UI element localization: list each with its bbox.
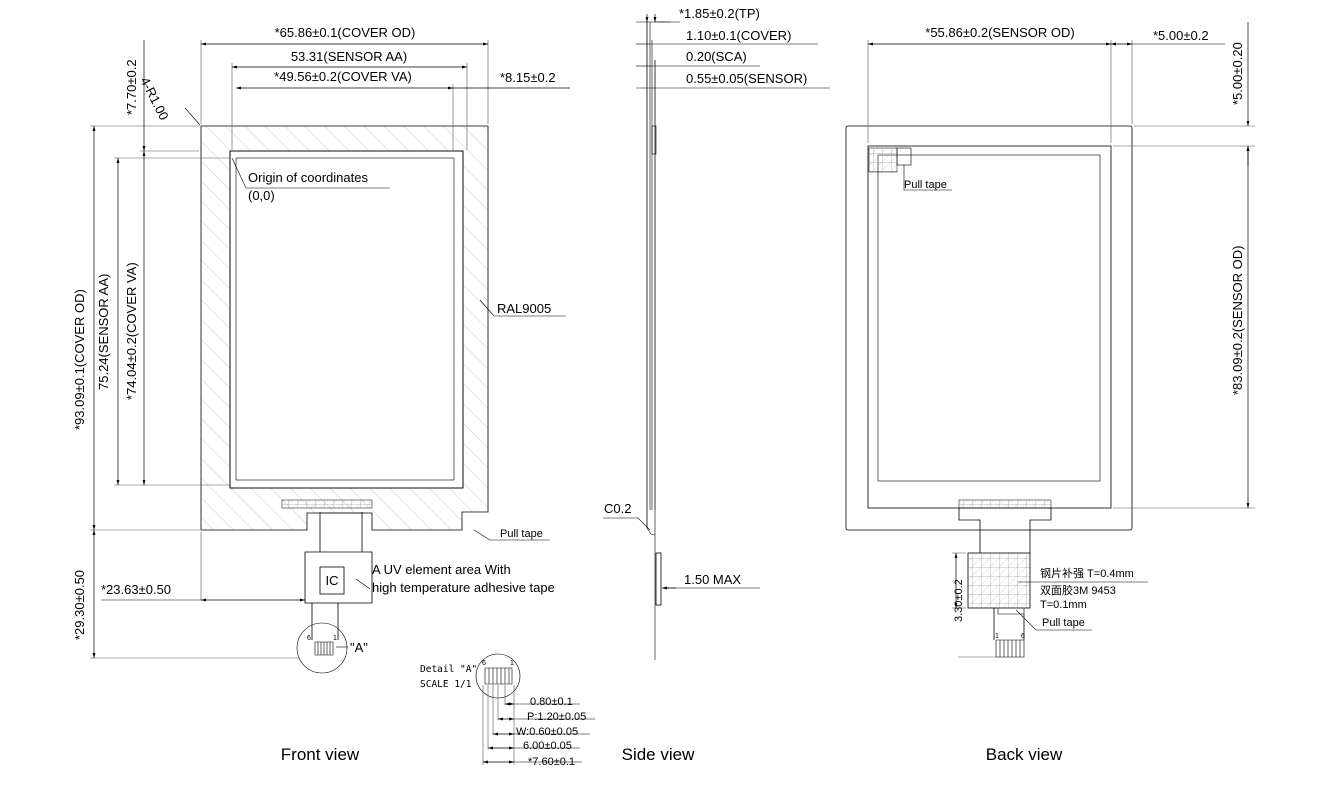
dim-top-offset: *7.70±0.2 <box>124 59 139 115</box>
detail-pin-last: 1 <box>510 660 514 667</box>
detail-dim-2: P:1.20±0.05 <box>527 711 586 723</box>
detail-a-circle <box>296 622 348 674</box>
detail-dim-1: 0.80±0.1 <box>530 696 573 708</box>
back-dim-offset-y: *5.00±0.20 <box>1230 42 1245 105</box>
detail-dim-3: W:0.60±0.05 <box>516 726 578 738</box>
detail-title: Detail "A" <box>420 664 477 675</box>
detail-dim-5: *7.60±0.1 <box>528 756 575 768</box>
cover-va-outline <box>229 150 464 489</box>
back-pull-tape-top: Pull tape <box>904 179 947 191</box>
sensor-aa-outline <box>235 157 455 481</box>
back-stiffener <box>967 552 1031 609</box>
back-sensor-area <box>877 154 1101 482</box>
back-adhesive-thickness: T=0.1mm <box>1040 599 1087 611</box>
back-cover-outline <box>845 125 1133 531</box>
side-view-label: Side view <box>622 745 695 764</box>
back-sensor-od <box>867 145 1112 509</box>
dim-cover-va-height: *74.04±0.2(COVER VA) <box>124 262 139 400</box>
uv-note-line1: A UV element area With <box>372 562 511 577</box>
back-stiffener-note: 钢片补强 T=0.4mm <box>1040 567 1134 580</box>
bonding-pads <box>281 499 373 509</box>
side-dim-sensor: 0.55±0.05(SENSOR) <box>686 71 807 86</box>
dim-cover-od-width: *65.86±0.1(COVER OD) <box>275 25 416 40</box>
side-fpc-stiffener <box>655 552 662 606</box>
pin-last-label: 1 <box>333 635 337 642</box>
back-dim-offset-x: *5.00±0.2 <box>1153 28 1209 43</box>
detail-dim-4: 6.00±0.05 <box>523 740 572 752</box>
corner-radius-label: 4-R1.00 <box>137 75 171 123</box>
origin-value: (0,0) <box>248 188 275 203</box>
back-pin-last: 6 <box>1021 633 1025 640</box>
dim-cover-va-width: *49.56±0.2(COVER VA) <box>274 69 412 84</box>
back-adhesive-note: 双面胶3M 9453 <box>1040 583 1116 597</box>
dim-sensor-aa-height: 75.24(SENSOR AA) <box>96 274 111 390</box>
ral-label: RAL9005 <box>497 301 551 316</box>
detail-a: Detail "A" SCALE 1/1 6 1 0.80±0.1 P:1.20… <box>420 653 595 768</box>
uv-note-line2: high temperature adhesive tape <box>372 580 555 595</box>
pull-tape-label: Pull tape <box>500 528 543 540</box>
detail-ref: "A" <box>350 640 368 655</box>
detail-pin-first: 6 <box>482 660 486 667</box>
back-pull-tape-pad <box>868 147 898 173</box>
back-bonding-pads <box>958 499 1052 509</box>
side-dim-tp: *1.85±0.2(TP) <box>679 6 760 21</box>
dim-offset-right: *8.15±0.2 <box>500 70 556 85</box>
side-dim-sca: 0.20(SCA) <box>686 49 747 64</box>
pin-first-label: 6 <box>307 635 311 642</box>
front-view-label: Front view <box>281 745 360 764</box>
back-pin-first: 1 <box>995 633 999 640</box>
dim-fpc-offset: *23.63±0.50 <box>101 582 171 597</box>
side-dim-max: 1.50 MAX <box>684 572 741 587</box>
side-chamfer-label: C0.2 <box>604 501 631 516</box>
ic-label: IC <box>326 573 339 588</box>
back-dim-sensor-od-height: *83.09±0.2(SENSOR OD) <box>1230 246 1245 395</box>
ic-chip <box>319 566 345 595</box>
front-view: IC 6 1 "A" *65.86±0.1(COVER OD) 53.31(SE… <box>72 25 570 764</box>
back-dim-sensor-od-width: *55.86±0.2(SENSOR OD) <box>925 25 1074 40</box>
detail-scale: SCALE 1/1 <box>420 679 472 690</box>
back-view-label: Back view <box>986 745 1063 764</box>
dim-sensor-aa-width: 53.31(SENSOR AA) <box>291 49 407 64</box>
cover-print-border <box>200 125 489 531</box>
fpc-body <box>304 551 373 604</box>
back-dim-stiffener-height: 3.30±0.2 <box>953 579 965 622</box>
side-dim-cover: 1.10±0.1(COVER) <box>686 28 791 43</box>
back-view: Pull tape 1 6 *55.86±0.2(SENSOR OD) *5.0… <box>845 22 1255 764</box>
back-pull-tape-bottom: Pull tape <box>1042 617 1085 629</box>
dim-cover-od-height: *93.09±0.1(COVER OD) <box>72 289 87 430</box>
origin-label: Origin of coordinates <box>248 170 368 185</box>
dim-fpc-length: *29.30±0.50 <box>72 570 87 640</box>
side-view: *1.85±0.2(TP) 1.10±0.1(COVER) 0.20(SCA) … <box>603 6 830 764</box>
